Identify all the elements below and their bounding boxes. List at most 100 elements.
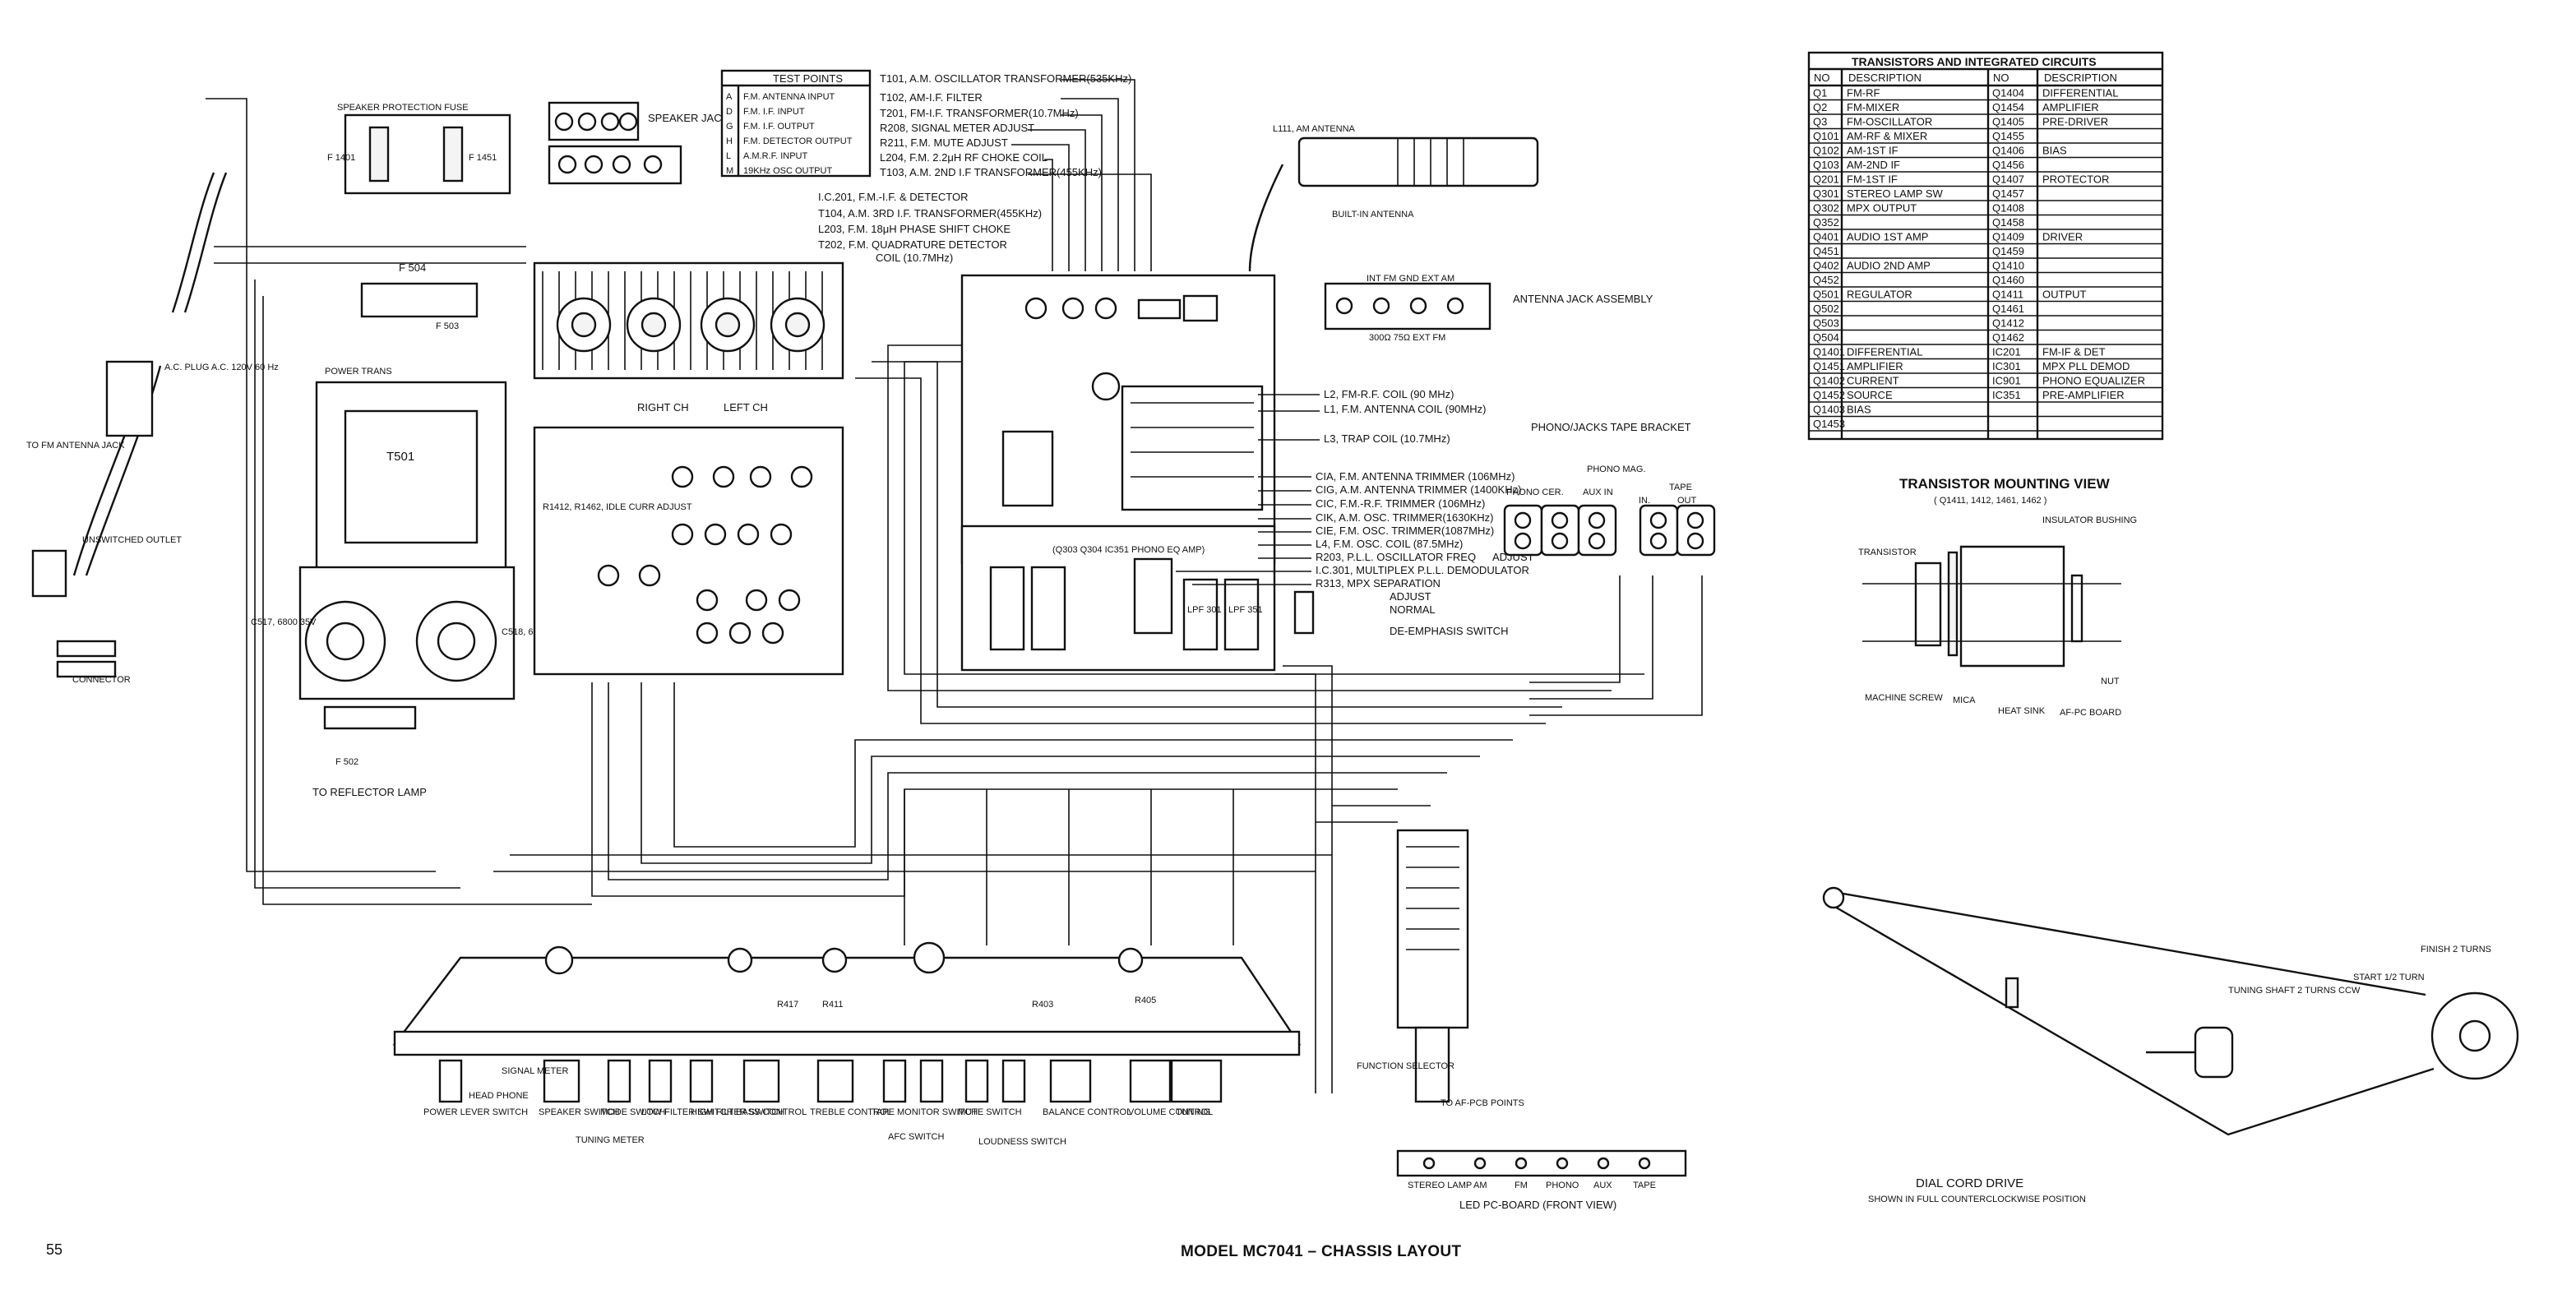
phono-tape-jacks: PHONO/JACKS TAPE BRACKET PHONO MAG. PHON… <box>1503 421 1716 557</box>
table-cell: Q1406 <box>1992 145 2024 157</box>
svg-text:F.M. I.F. INPUT: F.M. I.F. INPUT <box>743 107 805 117</box>
table-cell: Q1408 <box>1992 202 2024 215</box>
dial-pointer <box>2005 977 2019 1009</box>
label-mount-nut: NUT <box>2101 677 2120 686</box>
svg-text:R203, P.L.L. OSCILLATOR FREQ: R203, P.L.L. OSCILLATOR FREQ <box>1316 551 1476 563</box>
fuse-f504-holder <box>360 282 479 318</box>
table-cell: Q1452 <box>1813 389 1845 401</box>
tuner-pc-board <box>960 274 1276 565</box>
svg-text:TREBLE CONTROL: TREBLE CONTROL <box>810 1107 892 1117</box>
table-cell: Q1460 <box>1992 274 2024 286</box>
speaker-terminals <box>554 112 663 174</box>
table-cell: Q451 <box>1813 245 1839 257</box>
label-mount-screw: MACHINE SCREW <box>1865 693 1943 703</box>
label-phono-bracket: PHONO/JACKS TAPE BRACKET <box>1531 421 1691 433</box>
label-r403: R403 <box>1032 1000 1053 1010</box>
label-mount-transistor: TRANSISTOR <box>1858 548 1917 557</box>
svg-text:R313, MPX SEPARATION: R313, MPX SEPARATION <box>1316 577 1441 589</box>
table-cell: Q1409 <box>1992 231 2024 243</box>
ic301 <box>1133 557 1173 635</box>
filter-capacitors: C517, 6800 35V C518, 6800 35V F 502 TO R… <box>251 566 567 798</box>
svg-text:F.M. ANTENNA INPUT: F.M. ANTENNA INPUT <box>743 92 835 102</box>
top-callouts: T101, A.M. OSCILLATOR TRANSFORMER(535KHz… <box>818 72 1152 271</box>
table-cell: PRE-DRIVER <box>2042 116 2108 128</box>
svg-text:SIGNAL METER: SIGNAL METER <box>502 1066 569 1076</box>
svg-text:AUX: AUX <box>1593 1181 1612 1190</box>
table-cell: Q1410 <box>1992 260 2024 272</box>
label-start: START 1/2 TURN <box>2353 973 2425 982</box>
table-cell: BIAS <box>2042 145 2067 157</box>
table-cell: Q1404 <box>1992 87 2024 99</box>
pulley-left <box>1822 886 1845 909</box>
svg-text:T201, FM-I.F. TRANSFORMER(10.7: T201, FM-I.F. TRANSFORMER(10.7MHz) <box>880 107 1079 119</box>
table-cell: Q1 <box>1813 87 1827 99</box>
page-number: 55 <box>46 1241 63 1258</box>
table-cell: Q1453 <box>1813 418 1845 430</box>
ic201 <box>1001 430 1054 507</box>
front-control-board: R417 R411 R403 R405 POWER LEVER SWITCH H… <box>392 941 1302 1147</box>
unswitched-outlet <box>31 549 67 598</box>
table-cell: MPX PLL DEMOD <box>2042 360 2130 372</box>
svg-text:T202, F.M. QUADRATURE DETECTOR: T202, F.M. QUADRATURE DETECTOR <box>818 238 1007 251</box>
label-led-pcb: LED PC-BOARD (FRONT VIEW) <box>1459 1199 1616 1211</box>
table-cell: Q1407 <box>1992 173 2024 186</box>
svg-text:NORMAL: NORMAL <box>1390 603 1436 616</box>
table-cell: Q1401 <box>1813 346 1845 358</box>
svg-text:LOW FILTER SWITCH: LOW FILTER SWITCH <box>641 1107 733 1117</box>
table-cell: Q402 <box>1813 260 1839 272</box>
label-unswitched: UNSWITCHED OUTLET <box>82 535 182 545</box>
table-cell: IC351 <box>1992 389 2021 401</box>
label-ac-plug: A.C. PLUG A.C. 120V 60 Hz <box>164 363 279 372</box>
table-cell: Q401 <box>1813 231 1839 243</box>
table-cell: Q1459 <box>1992 245 2024 257</box>
control-knobs <box>438 1059 1223 1103</box>
svg-text:G: G <box>726 122 733 132</box>
svg-text:TAPE: TAPE <box>1633 1181 1656 1190</box>
table-cell: Q1402 <box>1813 375 1845 387</box>
mount-board <box>2070 574 2083 643</box>
svg-text:R208, SIGNAL METER ADJUST: R208, SIGNAL METER ADJUST <box>880 122 1034 134</box>
table-cell: Q1456 <box>1992 159 2024 171</box>
table-cell: BIAS <box>1847 404 1871 416</box>
led-board-outline <box>1396 1149 1687 1177</box>
svg-text:L: L <box>726 151 731 161</box>
label-mount-heatsink: HEAT SINK <box>1998 706 2046 716</box>
svg-text:NO: NO <box>1993 72 2009 84</box>
transistor-table-title: TRANSISTORS AND INTEGRATED CIRCUITS <box>1852 55 2097 68</box>
svg-text:MODE SWITCH: MODE SWITCH <box>600 1107 665 1117</box>
table-cell: Q1405 <box>1992 116 2024 128</box>
led-pc-board: STEREO LAMP AM FM PHONO AUX TAPE LED PC-… <box>1396 1149 1687 1211</box>
svg-text:R211, F.M. MUTE ADJUST: R211, F.M. MUTE ADJUST <box>880 136 1008 149</box>
table-cell: DIFFERENTIAL <box>2042 87 2118 99</box>
table-cell: SOURCE <box>1847 389 1893 401</box>
svg-text:MUTE SWITCH: MUTE SWITCH <box>958 1107 1022 1117</box>
control-labels: POWER LEVER SWITCH HEAD PHONE SIGNAL MET… <box>423 1066 1213 1147</box>
label-dial-cord: DIAL CORD DRIVE <box>1916 1176 2023 1190</box>
label-mount-title: TRANSISTOR MOUNTING VIEW <box>1899 476 2111 492</box>
table-cell: Q452 <box>1813 274 1839 286</box>
table-cell: AM-1ST IF <box>1847 145 1898 157</box>
label-c517: C517, 6800 35V <box>251 617 317 627</box>
svg-text:F.M. I.F. OUTPUT: F.M. I.F. OUTPUT <box>743 122 815 132</box>
label-mount-sub: ( Q1411, 1412, 1461, 1462 ) <box>1934 496 2046 506</box>
label-phono-cer: PHONO CER. <box>1506 488 1564 497</box>
connector-1 <box>56 640 117 658</box>
power-cord: A.C. PLUG A.C. 120V 60 Hz TO FM ANTENNA … <box>26 172 279 685</box>
label-function-selector: FUNCTION SELECTOR <box>1357 1061 1454 1071</box>
svg-text:A.M.R.F. INPUT: A.M.R.F. INPUT <box>743 151 808 161</box>
mount-transistor-body <box>1914 562 1942 647</box>
label-ext-fm: 300Ω 75Ω EXT FM <box>1369 333 1445 343</box>
table-cell: PHONO EQUALIZER <box>2042 375 2145 387</box>
label-mpx-eq: (Q303 Q304 IC351 PHONO EQ AMP) <box>1052 545 1205 555</box>
svg-text:TUNING: TUNING <box>1176 1107 1210 1117</box>
tuning-shaft-pulley <box>2194 1026 2234 1079</box>
table-cell: Q2 <box>1813 101 1827 113</box>
label-antenna-terms: INT FM GND EXT AM <box>1367 274 1454 284</box>
label-idle-curr: R1412, R1462, IDLE CURR ADJUST <box>543 502 692 512</box>
right-callouts: L2, FM-R.F. COIL (90 MHz) L1, F.M. ANTEN… <box>1176 388 1534 637</box>
connector-2 <box>56 660 117 678</box>
mount-mica <box>1947 551 1959 657</box>
svg-text:I.C.301, MULTIPLEX P.L.L. DEMO: I.C.301, MULTIPLEX P.L.L. DEMODULATOR <box>1316 564 1529 576</box>
